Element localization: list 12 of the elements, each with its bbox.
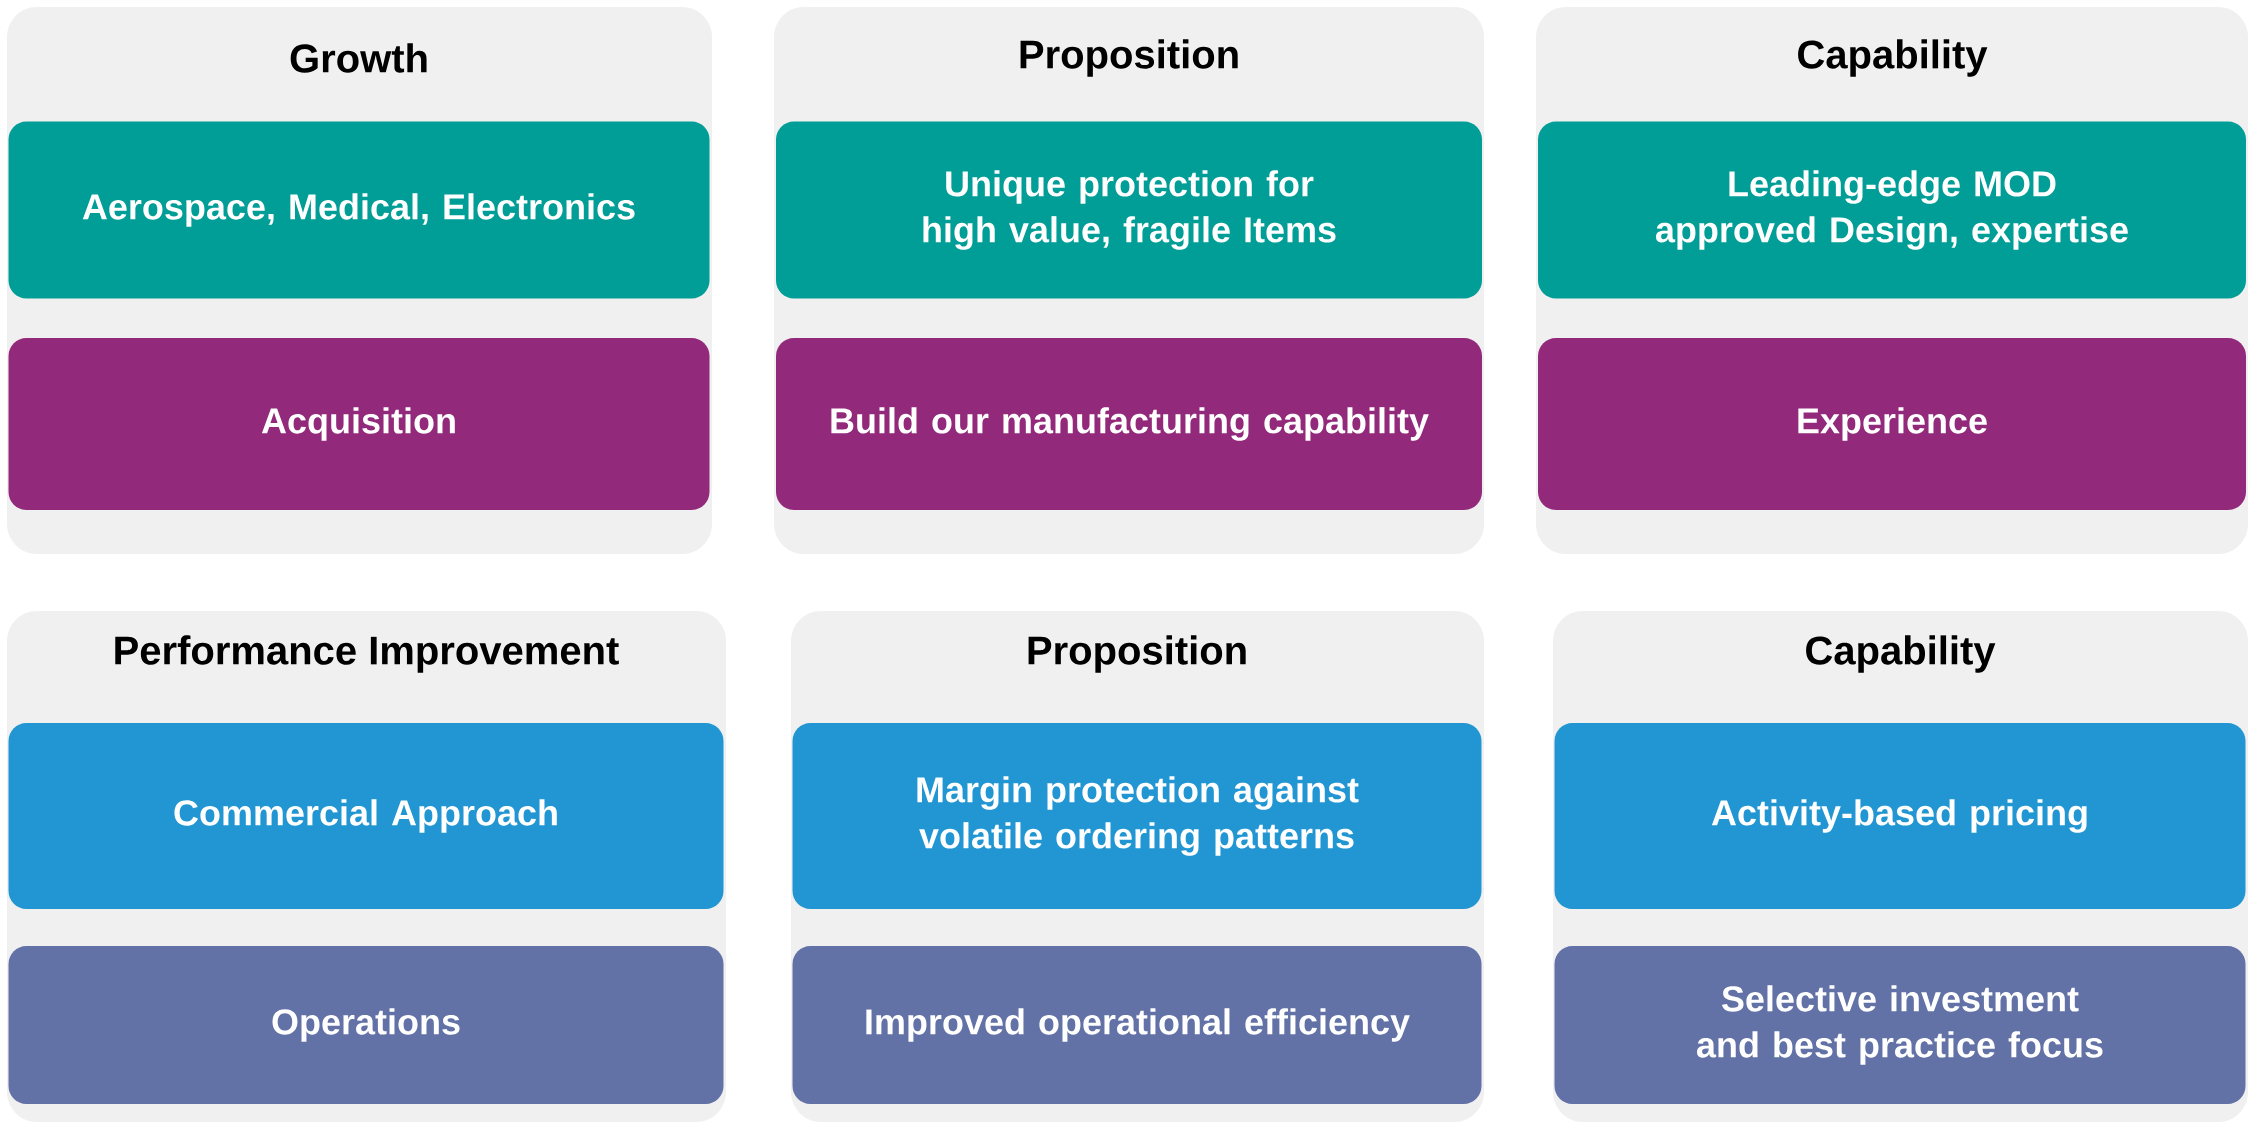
text-box: Aerospace, Medical, Electronics — [8, 121, 710, 299]
text-box: Activity-based pricing — [1554, 723, 2246, 909]
text-box: Selective investment and best practice focus — [1554, 946, 2246, 1104]
text-box: Experience — [1538, 338, 2246, 510]
text-box: Margin protection against volatile ordering patterns — [792, 723, 1482, 909]
text-box: Acquisition — [8, 338, 710, 510]
text-box: Operations — [8, 946, 724, 1104]
text-box: Leading-edge MOD approved Design, expertise — [1538, 121, 2246, 299]
text-box: Unique protection for high value, fragile Items — [776, 121, 1482, 299]
text-box: Build our manufacturing capability — [776, 338, 1482, 510]
text-box: Improved operational efficiency — [792, 946, 1482, 1104]
text-box: Commercial Approach — [8, 723, 724, 909]
